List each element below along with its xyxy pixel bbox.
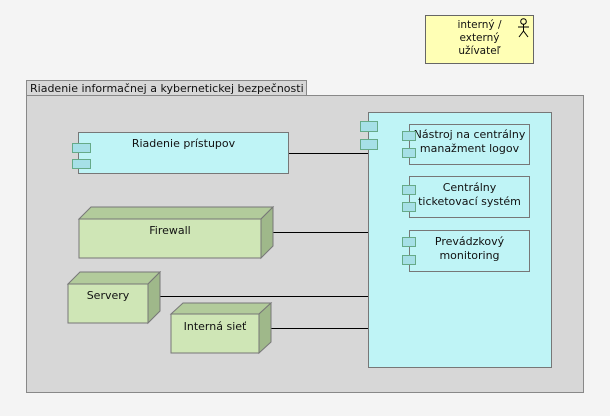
firewall-node[interactable] [76, 206, 276, 260]
connector-access-tool [289, 153, 368, 154]
external-user-actor[interactable]: interný / externý užívateľ [425, 15, 534, 64]
tool-container-port-top [360, 121, 378, 132]
access-management-label: Riadenie prístupov [131, 137, 236, 150]
tool-container-port-bottom [360, 139, 378, 150]
connector-servers-tool [150, 296, 368, 297]
monitoring-component[interactable]: Prevádzkový monitoring [409, 230, 530, 272]
log-management-label: Nástroj na centrálny manažment logov [413, 128, 526, 155]
ticketing-port-top [402, 185, 416, 195]
stick-figure-icon [518, 18, 529, 38]
log-management-component[interactable]: Nástroj na centrálny manažment logov [409, 124, 530, 165]
internal-network-label: Interná sieť [183, 320, 247, 333]
ticketing-label: Centrálny ticketovací systém [418, 181, 521, 208]
connector-network-tool [262, 328, 368, 329]
ticketing-component[interactable]: Centrálny ticketovací systém [409, 176, 530, 218]
actor-label: interný / externý užívateľ [457, 19, 502, 57]
monitoring-label: Prevádzkový monitoring [434, 235, 505, 262]
log-port-top [402, 131, 416, 141]
servers-label: Servery [86, 289, 130, 302]
monitoring-port-top [402, 237, 416, 247]
connector-firewall-tool [270, 232, 368, 233]
monitoring-port-bottom [402, 255, 416, 265]
access-management-component[interactable]: Riadenie prístupov [78, 132, 289, 174]
ticketing-port-bottom [402, 202, 416, 212]
log-port-bottom [402, 148, 416, 158]
internal-network-node[interactable] [168, 302, 274, 355]
access-port-bottom [72, 159, 91, 169]
firewall-label: Firewall [149, 224, 191, 237]
servers-node[interactable] [65, 271, 163, 325]
access-port-top [72, 143, 91, 153]
group-title-tab: Riadenie informačnej a kybernetickej bez… [26, 80, 307, 96]
